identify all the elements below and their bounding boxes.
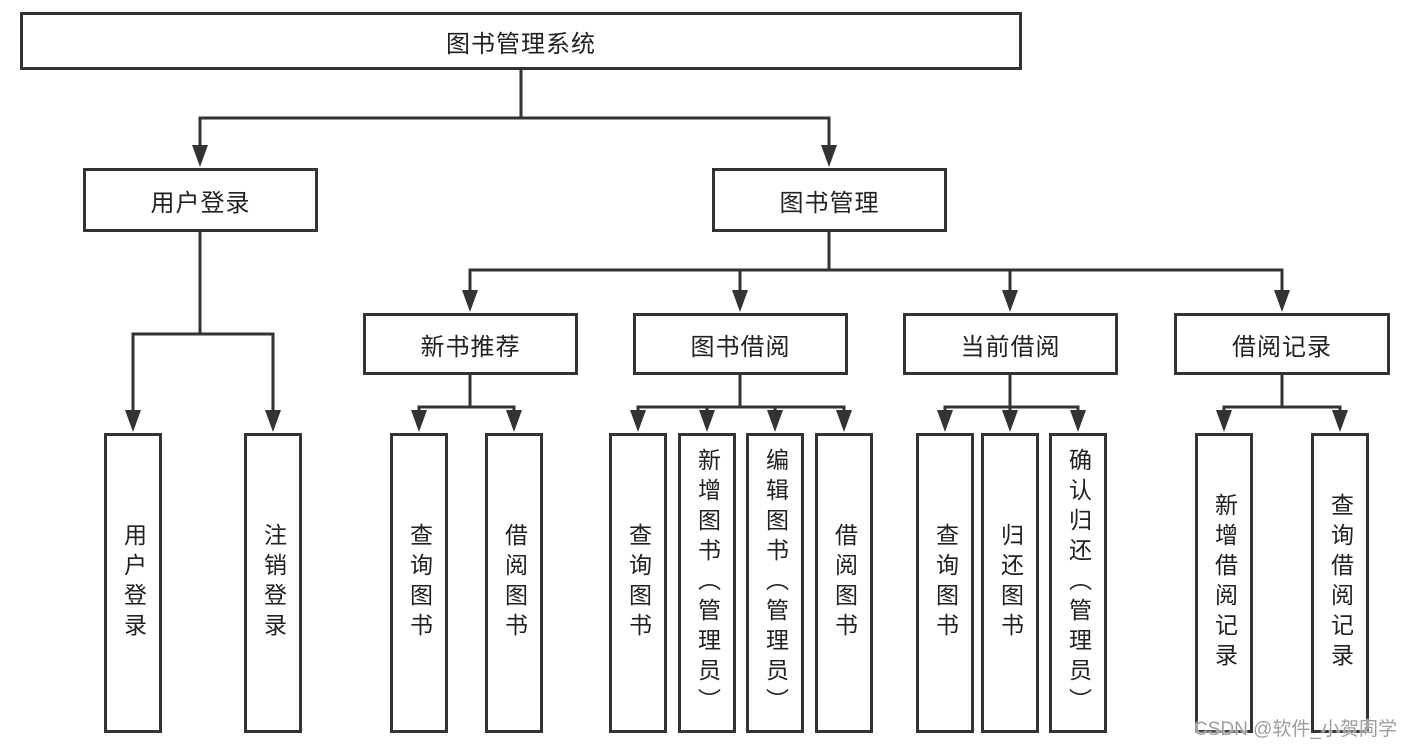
node-leaf-logout: 注销登录 (244, 433, 302, 733)
node-leaf-borrow-books-recommend: 借阅图书 (485, 433, 543, 733)
node-label: 用户登录 (150, 189, 251, 217)
node-label: 查询借阅记录 (1327, 493, 1354, 673)
connector-bookmgmt-to-level3 (468, 232, 1284, 292)
node-label: 新书推荐 (420, 333, 521, 361)
node-book-borrowing: 图书借阅 (633, 313, 848, 375)
node-label: 新增图书（管理员） (694, 448, 721, 718)
node-user-login: 用户登录 (83, 168, 318, 232)
connector-newrec-to-leaves (417, 375, 516, 412)
node-label: 注销登录 (260, 523, 287, 643)
arrowhead-icons (125, 145, 1348, 432)
node-book-management: 图书管理 (712, 168, 947, 232)
node-current-borrowing: 当前借阅 (903, 313, 1118, 375)
node-label: 借阅记录 (1232, 333, 1332, 361)
node-label: 图书借阅 (690, 333, 791, 361)
node-label: 查询图书 (625, 523, 652, 643)
node-leaf-add-books-admin: 新增图书（管理员） (678, 433, 736, 733)
node-label: 查询图书 (406, 523, 433, 643)
node-label: 图书管理 (779, 189, 880, 217)
connector-borrowing-to-leaves (636, 375, 846, 412)
node-label: 用户登录 (120, 523, 147, 643)
csdn-watermark: CSDN @软件_小贺同学 (1194, 719, 1397, 740)
connector-current-to-leaves (943, 375, 1080, 412)
node-label: 归还图书 (997, 523, 1024, 643)
node-leaf-borrow-books: 借阅图书 (815, 433, 873, 733)
connector-userlogin-to-leaves (131, 232, 275, 412)
node-label: 确认归还（管理员） (1065, 448, 1092, 718)
node-label: 当前借阅 (960, 333, 1061, 361)
node-leaf-query-books-recommend: 查询图书 (390, 433, 448, 733)
node-label: 借阅图书 (501, 523, 528, 643)
node-leaf-query-books-borrowing: 查询图书 (609, 433, 667, 733)
node-label: 编辑图书（管理员） (762, 448, 789, 718)
connector-root-to-level2 (198, 70, 831, 147)
node-label: 借阅图书 (831, 523, 858, 643)
node-label: 图书管理系统 (446, 30, 596, 58)
node-leaf-edit-books-admin: 编辑图书（管理员） (746, 433, 804, 733)
connector-records-to-leaves (1222, 375, 1342, 412)
node-label: 新增借阅记录 (1211, 493, 1238, 673)
node-library-management-system: 图书管理系统 (20, 12, 1022, 70)
node-leaf-return-books: 归还图书 (981, 433, 1039, 733)
node-label: 查询图书 (932, 523, 959, 643)
node-leaf-query-books-current: 查询图书 (916, 433, 974, 733)
node-leaf-user-login: 用户登录 (104, 433, 162, 733)
node-leaf-add-borrow-record: 新增借阅记录 (1195, 433, 1253, 733)
node-borrowing-records: 借阅记录 (1174, 313, 1390, 375)
node-leaf-query-borrow-record: 查询借阅记录 (1311, 433, 1369, 733)
node-leaf-confirm-return-admin: 确认归还（管理员） (1049, 433, 1107, 733)
node-new-book-recommend: 新书推荐 (363, 313, 578, 375)
